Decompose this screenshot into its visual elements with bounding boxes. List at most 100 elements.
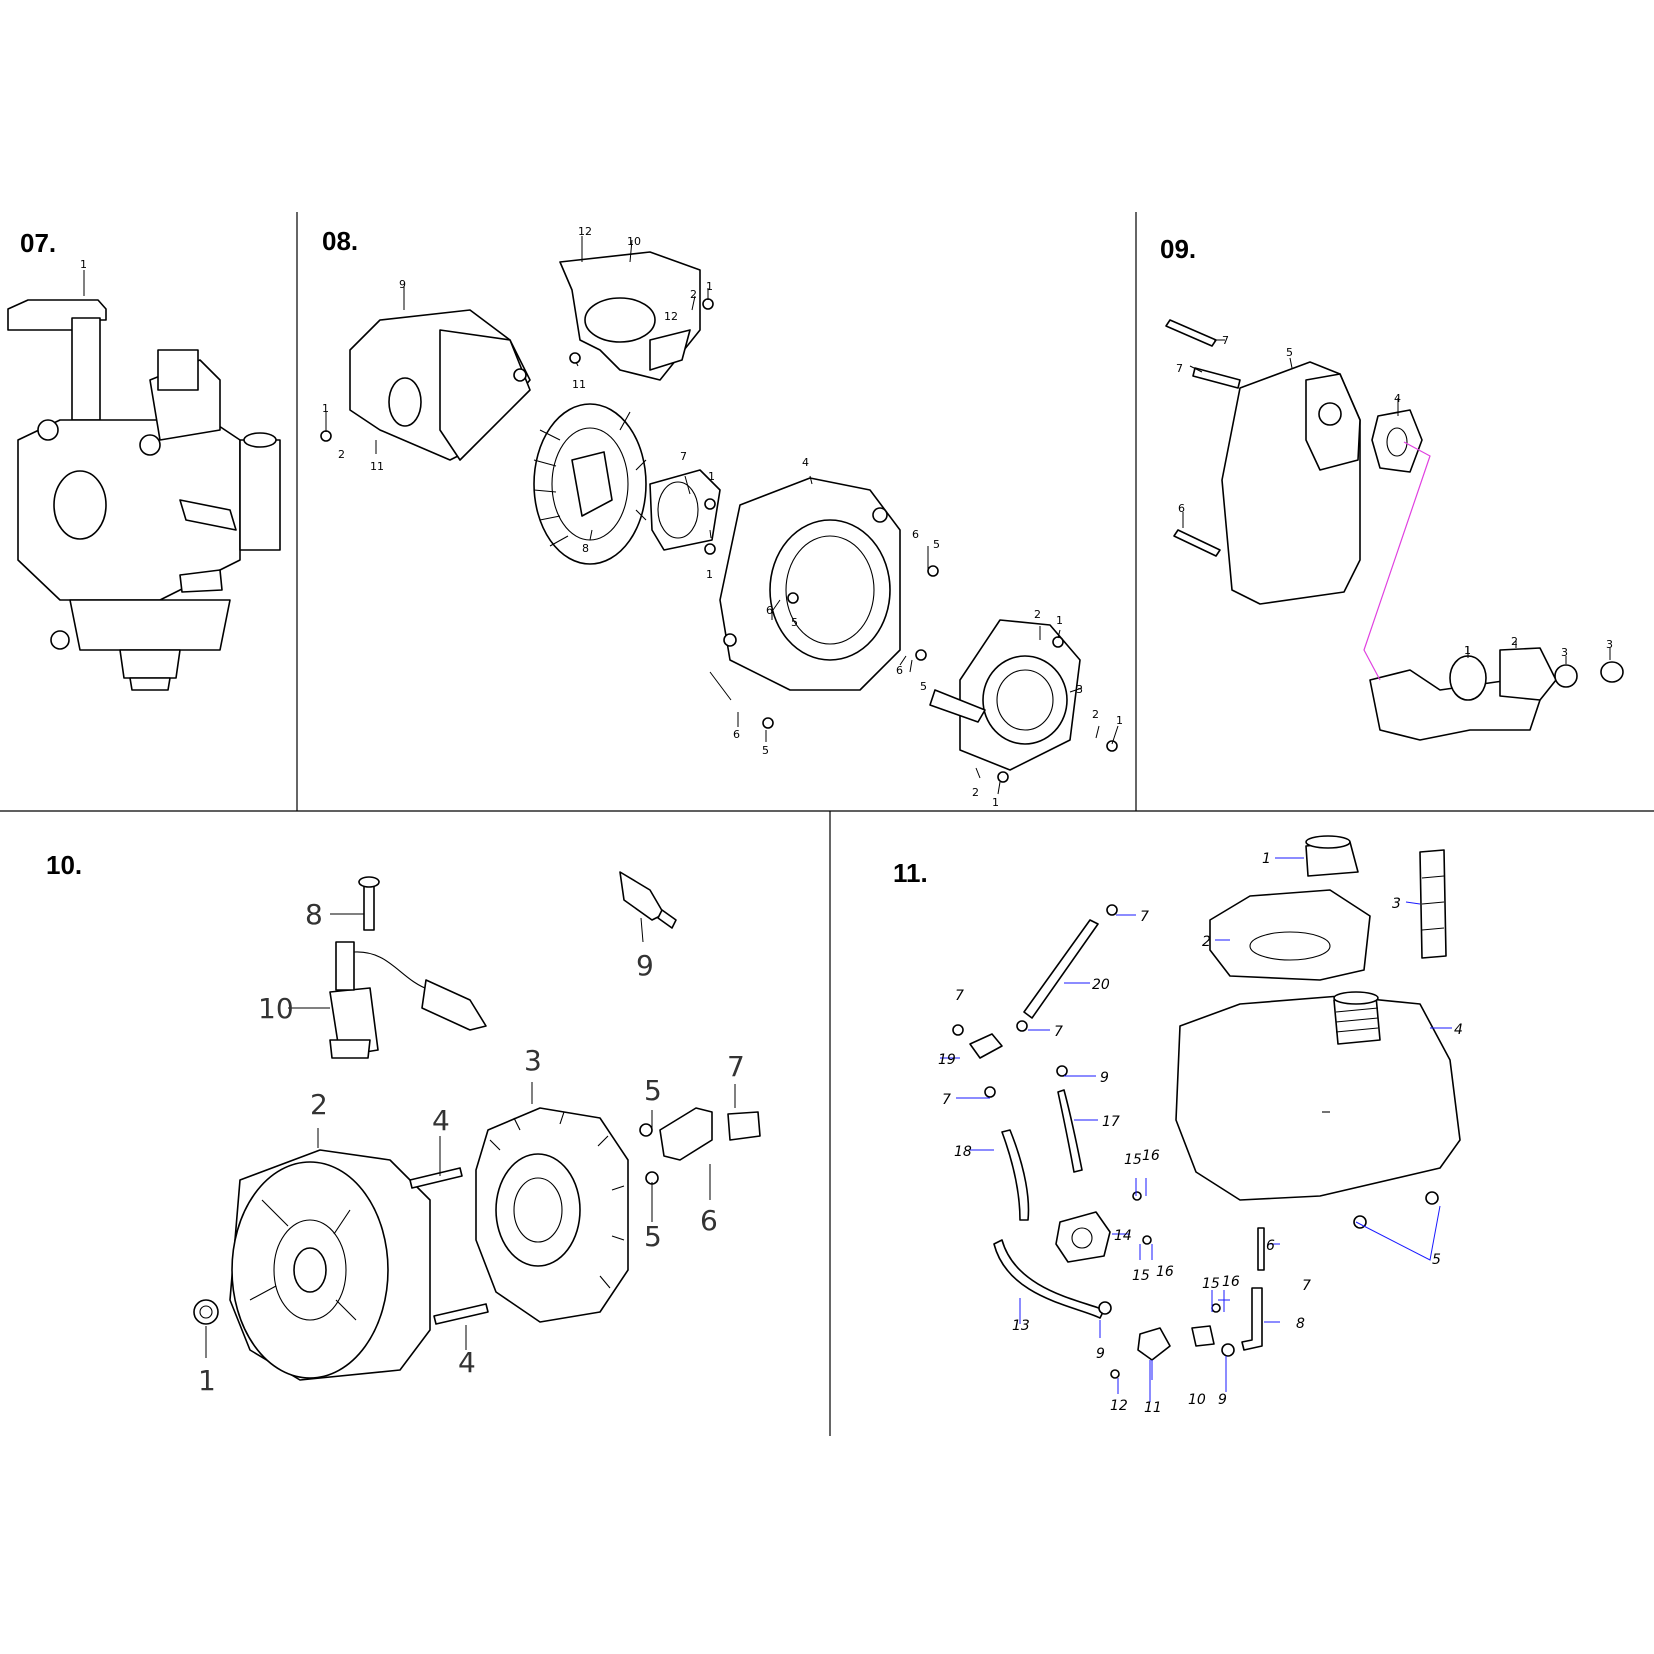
callout-08-11a: 11 [572, 378, 586, 391]
callout-11-1: 1 [1262, 851, 1271, 867]
muffler-drawing [1221, 361, 1361, 605]
callout-10-3: 3 [524, 1044, 542, 1077]
callout-11-5: 5 [1432, 1252, 1441, 1268]
fuel-hoses-drawing [969, 919, 1263, 1351]
callout-08-8: 8 [582, 542, 589, 555]
callout-08-12: 12 [578, 225, 592, 238]
callout-08-4: 4 [802, 456, 809, 469]
callout-08-6c: 6 [896, 664, 903, 677]
callout-08-6b: 6 [766, 604, 773, 617]
callout-08-2e: 2 [972, 786, 979, 799]
shroud-left-drawing [349, 309, 531, 461]
section-title-08: 08. [322, 226, 358, 256]
leaders-11 [940, 857, 1452, 1402]
callout-11-9b: 9 [1096, 1346, 1105, 1362]
flywheel-nut-drawing [193, 1299, 219, 1325]
callout-11-7b: 7 [1054, 1024, 1063, 1040]
callout-09-7a: 7 [1222, 334, 1229, 347]
callout-09-2: 2 [1511, 635, 1518, 648]
bolt-8-drawing [358, 876, 380, 931]
callout-08-6d: 6 [733, 728, 740, 741]
callout-11-7e: 7 [1302, 1278, 1311, 1294]
flywheel-fan-drawing [533, 403, 647, 565]
callout-11-8: 8 [1296, 1316, 1305, 1332]
callout-08-10: 10 [627, 235, 641, 248]
callout-11-15b: 15 [1132, 1268, 1150, 1284]
callout-11-18: 18 [954, 1144, 972, 1160]
callout-08-5d: 5 [762, 744, 769, 757]
callout-09-6: 6 [1178, 502, 1185, 515]
callout-11-9c: 9 [1218, 1392, 1227, 1408]
tank-cover-drawing [1209, 889, 1371, 981]
callout-08-5c: 5 [920, 680, 927, 693]
fuel-strainer-drawing [1419, 849, 1447, 959]
callout-11-13: 13 [1012, 1318, 1030, 1334]
stator-bolts-drawing [409, 1167, 489, 1325]
callout-11-14: 14 [1114, 1228, 1132, 1244]
callout-10-6: 6 [700, 1204, 718, 1237]
callout-11-7d: 7 [942, 1092, 951, 1108]
callout-10-2: 2 [310, 1088, 328, 1121]
callout-08-11b: 11 [370, 460, 384, 473]
recoil-starter-drawing [929, 619, 1081, 771]
carburetor-drawing [7, 270, 281, 691]
callout-10-9: 9 [636, 949, 654, 982]
exhaust-pipe-drawing [1369, 647, 1624, 741]
callout-08-1d: 1 [706, 568, 713, 581]
muffler-bolts-drawing [1165, 319, 1241, 557]
callout-08-3: 3 [1076, 683, 1083, 696]
callout-10-8: 8 [305, 898, 323, 931]
callout-09-5: 5 [1286, 346, 1293, 359]
callout-09-3b: 3 [1606, 638, 1613, 651]
callout-07-1: 1 [80, 258, 87, 271]
callout-11-15a: 15 [1124, 1152, 1142, 1168]
callout-11-3: 3 [1392, 896, 1401, 912]
callout-11-10: 10 [1188, 1392, 1206, 1408]
callout-08-2a: 2 [690, 288, 697, 301]
callout-11-6: 6 [1266, 1238, 1275, 1254]
leaders-10 [205, 913, 736, 1358]
section-title-11: 11. [893, 858, 928, 888]
callout-11-15c: 15 [1202, 1276, 1220, 1292]
section-title-07: 07. [20, 228, 56, 258]
callout-11-11: 11 [1144, 1400, 1162, 1416]
fan-housing-drawing [719, 477, 901, 691]
callout-08-2d: 2 [1092, 708, 1099, 721]
callout-10-10: 10 [258, 992, 294, 1025]
stator-drawing [475, 1107, 629, 1323]
callout-11-7c: 7 [955, 988, 964, 1004]
callout-11-12: 12 [1110, 1398, 1128, 1414]
callout-08-5b: 5 [791, 616, 798, 629]
fasteners-08-drawing [320, 298, 1118, 783]
callout-10-7: 7 [727, 1050, 745, 1083]
leaders-09 [1182, 339, 1611, 681]
callout-10-4b: 4 [458, 1346, 476, 1379]
callout-09-1: 1 [1464, 644, 1471, 657]
callout-08-2c: 2 [1034, 608, 1041, 621]
callout-11-19: 19 [938, 1052, 956, 1068]
fuel-cap-drawing [1305, 835, 1359, 877]
leaders-08 [325, 236, 1119, 795]
muffler-gasket-drawing [1371, 409, 1423, 473]
callout-08-2b: 2 [338, 448, 345, 461]
ignition-coil-drawing [329, 941, 487, 1059]
callout-11-2: 2 [1202, 934, 1211, 950]
callout-08-1b: 1 [322, 402, 329, 415]
callout-11-16b: 16 [1156, 1264, 1174, 1280]
callout-08-1f: 1 [1116, 714, 1123, 727]
callout-09-3a: 3 [1561, 646, 1568, 659]
callout-11-7a: 7 [1140, 909, 1149, 925]
callout-11-17: 17 [1102, 1114, 1120, 1130]
shroud-upper-drawing [559, 251, 701, 381]
callout-10-5a: 5 [644, 1074, 662, 1107]
fuel-valve-drawing [1055, 1211, 1215, 1361]
fuel-tank-drawing [1175, 991, 1461, 1201]
callout-08-6a: 6 [912, 528, 919, 541]
callout-08-9: 9 [399, 278, 406, 291]
callout-08-12b: 12 [664, 310, 678, 323]
fuel-small-parts-drawing [952, 904, 1439, 1379]
callout-11-20: 20 [1092, 977, 1110, 993]
callout-09-7b: 7 [1176, 362, 1183, 375]
flywheel-drawing [229, 1149, 431, 1381]
